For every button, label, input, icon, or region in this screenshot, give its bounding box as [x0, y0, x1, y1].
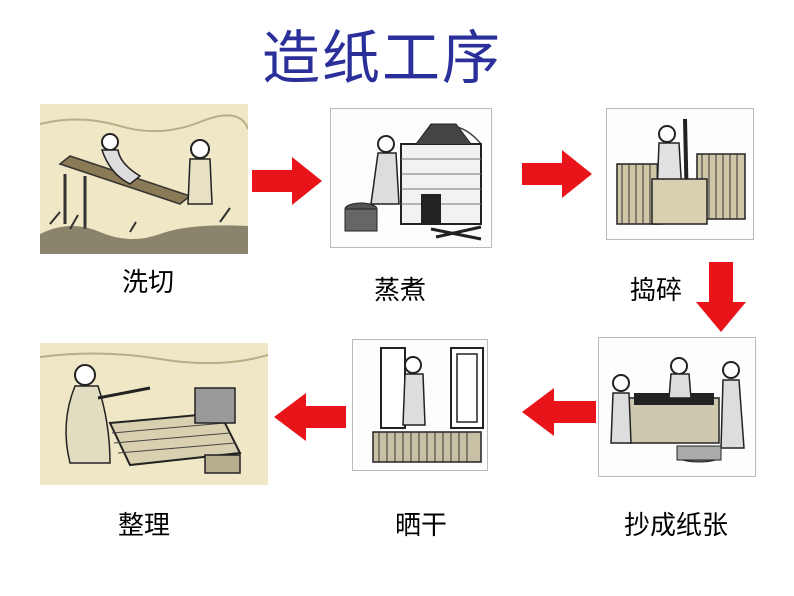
step-image-wash-cut: [40, 104, 248, 254]
step-image-pound: [606, 108, 754, 240]
arrow-left-icon: [274, 393, 346, 441]
make-sheet-illustration: [599, 338, 755, 476]
arrow-down-icon: [696, 262, 746, 332]
arrow-right-icon: [522, 150, 592, 198]
step-image-organize: [40, 343, 268, 485]
pound-illustration: [607, 109, 753, 239]
step-image-make-sheet: [598, 337, 756, 477]
step-label-dry: 晒干: [395, 511, 448, 541]
step-label-make-sheet: 抄成纸张: [624, 511, 729, 541]
step-label-wash-cut: 洗切: [122, 268, 175, 298]
dry-illustration: [353, 340, 487, 470]
step-image-dry: [352, 339, 488, 471]
wash-cut-illustration: [40, 104, 248, 254]
arrow-right-icon: [252, 157, 322, 205]
arrow-left-icon: [522, 388, 596, 436]
organize-illustration: [40, 343, 268, 485]
step-label-pound: 捣碎: [630, 276, 683, 306]
page-title: 造纸工序: [262, 24, 503, 92]
steam-boil-illustration: [331, 109, 491, 247]
step-image-steam-boil: [330, 108, 492, 248]
step-label-steam-boil: 蒸煮: [374, 276, 427, 306]
step-label-organize: 整理: [118, 511, 171, 541]
